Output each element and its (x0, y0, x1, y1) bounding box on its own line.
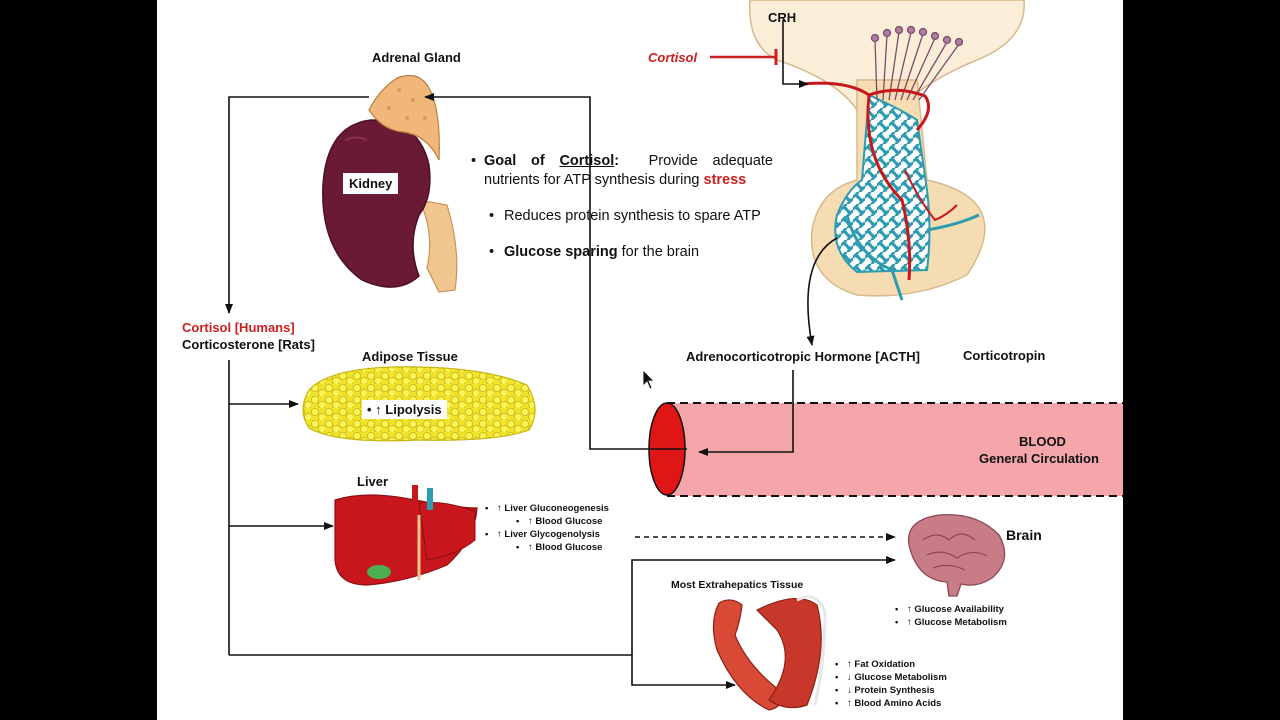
adipose-tissue-label: Adipose Tissue (362, 349, 458, 364)
adrenal-gland-illustration (368, 75, 440, 161)
brain-label: Brain (1006, 527, 1042, 543)
goal-heading: Goal of Cortisol: Provide adequate nutri… (471, 152, 773, 190)
brain-effect-item: ↑ Glucose Metabolism (895, 616, 1007, 629)
goal-stress-word: stress (703, 172, 747, 188)
liver-effects-list: ↑ Liver Gluconeogenesis ↑ Blood Glucose … (485, 502, 609, 554)
goal-heading-colon: : (614, 153, 620, 169)
goal-of-cortisol-block: Goal of Cortisol: Provide adequate nutri… (471, 152, 773, 262)
goal-point-glucose-sparing: Glucose sparing for the brain (489, 243, 773, 262)
adrenal-gland-label: Adrenal Gland (372, 50, 461, 65)
muscle-effect-item: ↑ Blood Amino Acids (835, 697, 947, 710)
slide: Adrenal Gland Kidney CRH Cortisol Cortis… (157, 0, 1123, 720)
brain-illustration (907, 514, 1006, 597)
blood-glucose-item-1: ↑ Blood Glucose (516, 515, 609, 528)
extrahepatic-tissue-label: Most Extrahepatics Tissue (671, 579, 804, 591)
lipolysis-label: • ↑ Lipolysis (362, 400, 447, 419)
goal-text: Provide adequate nutrients for ATP synth… (484, 153, 773, 188)
glucose-sparing-rest: for the brain (617, 244, 700, 260)
arm-muscle-illustration (712, 595, 827, 711)
kidney-label: Kidney (343, 173, 399, 194)
crh-label: CRH (768, 10, 797, 25)
blood-label: BLOOD (1019, 434, 1066, 449)
cortisol-humans-label: Cortisol [Humans] (182, 320, 295, 335)
corticosterone-rats-label: Corticosterone [Rats] (182, 337, 315, 352)
goal-heading-bold: Goal of (484, 153, 560, 169)
muscle-effects-list: ↑ Fat Oxidation ↓ Glucose Metabolism ↓ P… (835, 658, 947, 710)
kidney-illustration (322, 119, 458, 293)
goal-point-protein: Reduces protein synthesis to spare ATP (489, 207, 773, 226)
general-circulation-label: General Circulation (979, 451, 1099, 466)
muscle-effect-item: ↓ Protein Synthesis (835, 684, 947, 697)
muscle-effect-item: ↓ Glucose Metabolism (835, 671, 947, 684)
corticotropin-label: Corticotropin (963, 348, 1046, 363)
liver-label: Liver (357, 474, 389, 489)
liver-gluconeogenesis-item: ↑ Liver Gluconeogenesis (485, 502, 609, 515)
glucose-sparing-bold: Glucose sparing (504, 244, 618, 260)
brain-effects-list: ↑ Glucose Availability ↑ Glucose Metabol… (895, 603, 1007, 629)
cursor-icon (642, 369, 655, 390)
muscle-effect-item: ↑ Fat Oxidation (835, 658, 947, 671)
liver-glycogenolysis-item: ↑ Liver Glycogenolysis (485, 528, 609, 541)
goal-heading-cortisol: Cortisol (559, 153, 615, 169)
blood-vessel (648, 402, 1123, 497)
cortisol-inhibitor-label: Cortisol (648, 50, 698, 65)
pathway-lines (225, 20, 896, 689)
blood-glucose-item-2: ↑ Blood Glucose (516, 541, 609, 554)
pituitary-illustration (748, 0, 1025, 301)
cortisol-inhibition-line (710, 49, 778, 65)
liver-illustration (334, 485, 478, 586)
brain-effect-item: ↑ Glucose Availability (895, 603, 1007, 616)
acth-label: Adrenocorticotropic Hormone [ACTH] (686, 349, 920, 364)
